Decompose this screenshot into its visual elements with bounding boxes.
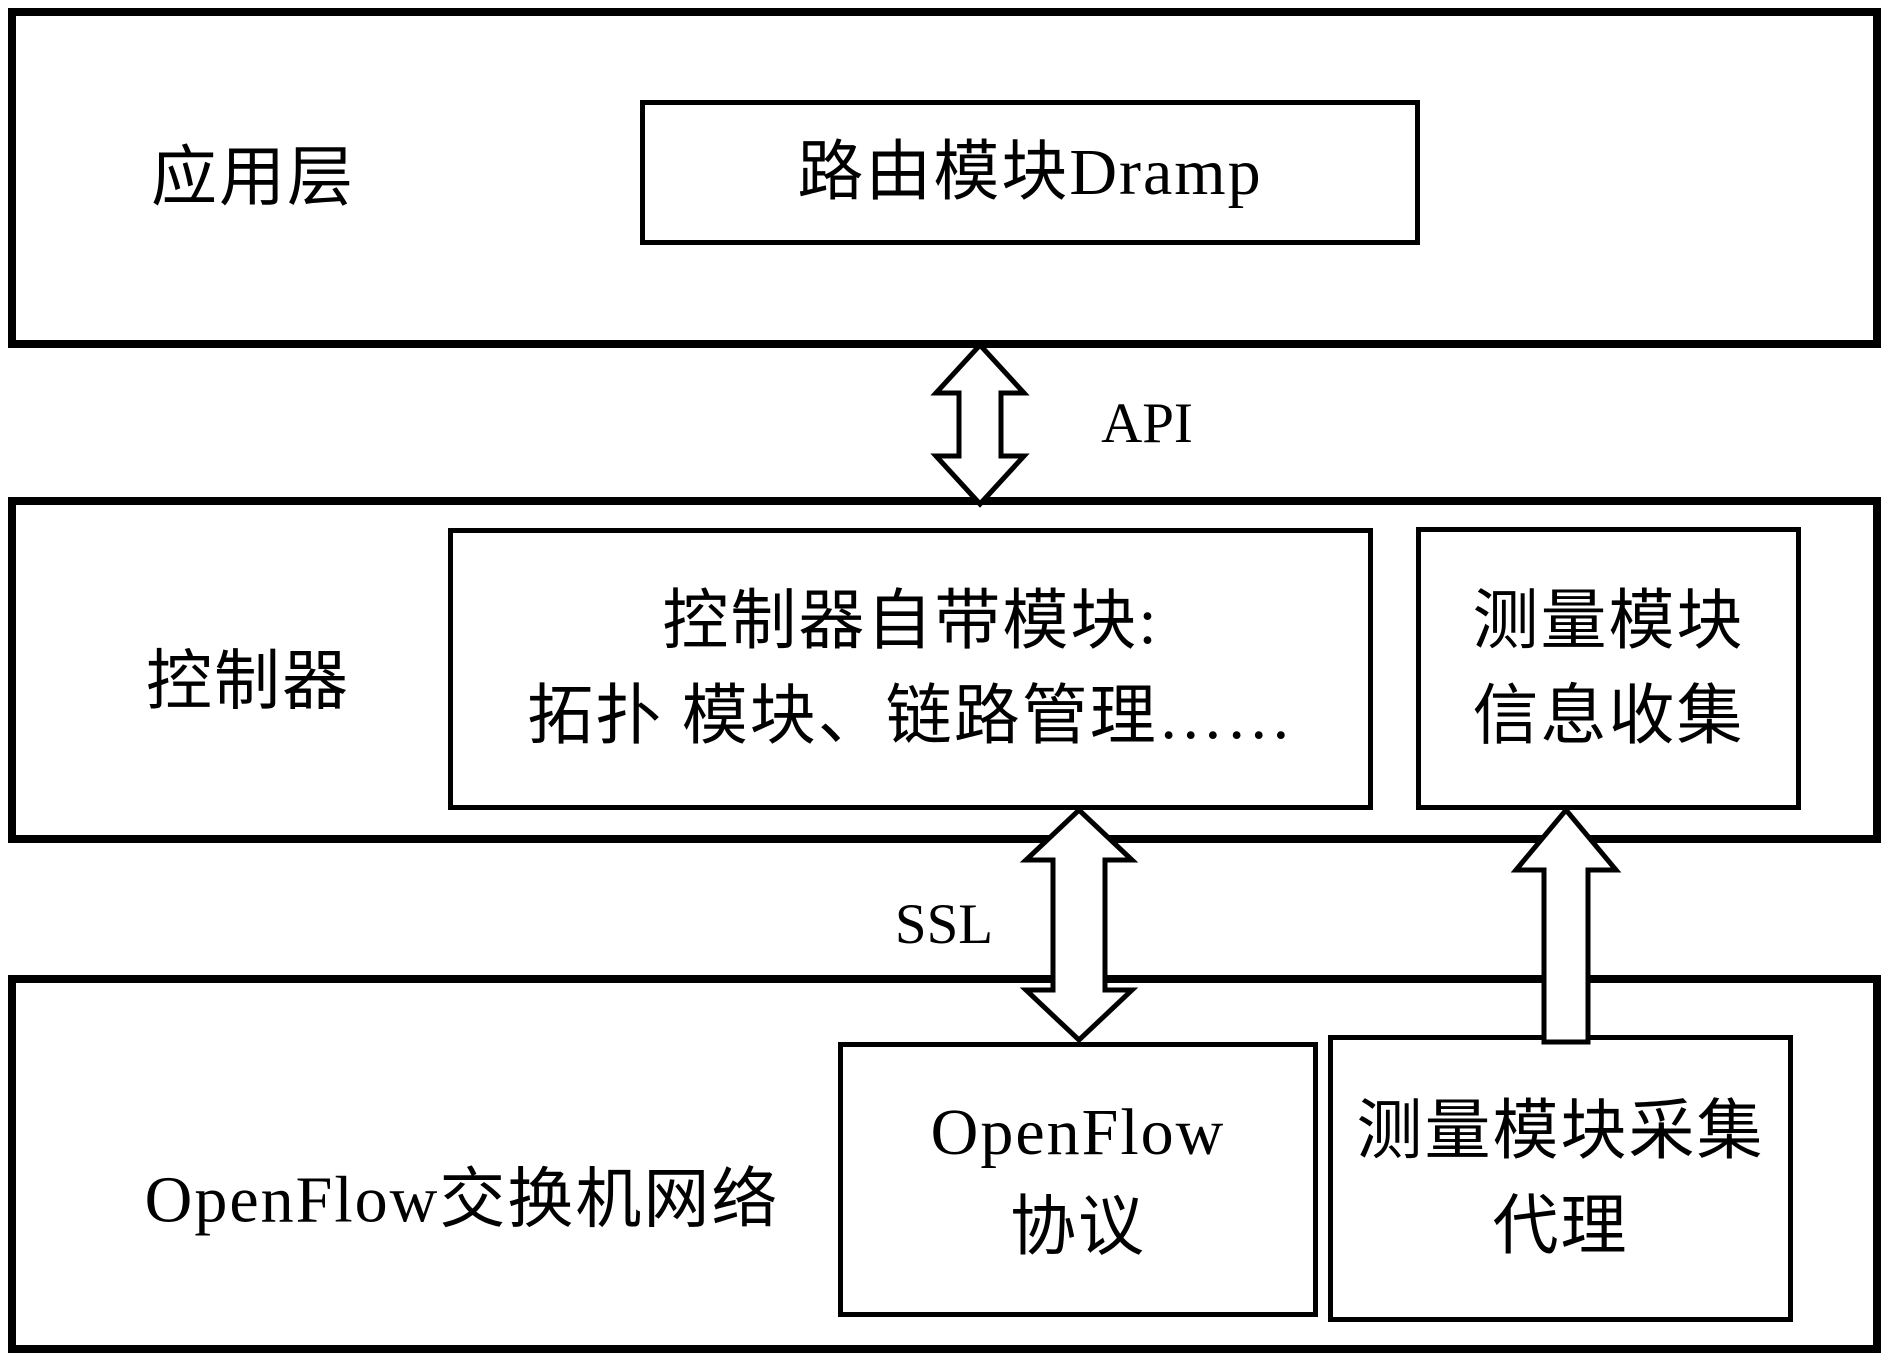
switch-network-layer-label: OpenFlow交换机网络 xyxy=(144,1163,780,1237)
openflow-protocol-line-2: 协议 xyxy=(1010,1190,1146,1264)
ssl-label: SSL xyxy=(894,893,994,956)
box-routing-module-dramp: 路由模块Dramp xyxy=(640,100,1420,245)
measurement-agent-line-2: 代理 xyxy=(1492,1189,1629,1263)
box-measurement-info-collector: 测量模块 信息收集 xyxy=(1416,527,1801,810)
routing-module-dramp-text: 路由模块Dramp xyxy=(797,136,1263,209)
application-layer-label: 应用层 xyxy=(151,141,355,215)
measurement-collector-line-2: 信息收集 xyxy=(1472,679,1745,753)
box-measurement-agent: 测量模块采集 代理 xyxy=(1328,1035,1793,1322)
builtin-modules-line-1: 控制器自带模块: xyxy=(662,585,1159,658)
measurement-collector-line-1: 测量模块 xyxy=(1472,584,1745,658)
controller-layer-label: 控制器 xyxy=(146,645,350,719)
api-double-arrow-icon xyxy=(930,341,1030,508)
box-controller-builtin-modules: 控制器自带模块: 拓扑 模块、链路管理…… xyxy=(448,528,1373,810)
openflow-protocol-line-1: OpenFlow xyxy=(930,1095,1226,1169)
measurement-agent-line-1: 测量模块采集 xyxy=(1356,1094,1765,1168)
api-label: API xyxy=(1101,392,1193,455)
builtin-modules-line-2: 拓扑 模块、链路管理…… xyxy=(527,680,1294,753)
box-openflow-protocol: OpenFlow 协议 xyxy=(838,1042,1318,1317)
